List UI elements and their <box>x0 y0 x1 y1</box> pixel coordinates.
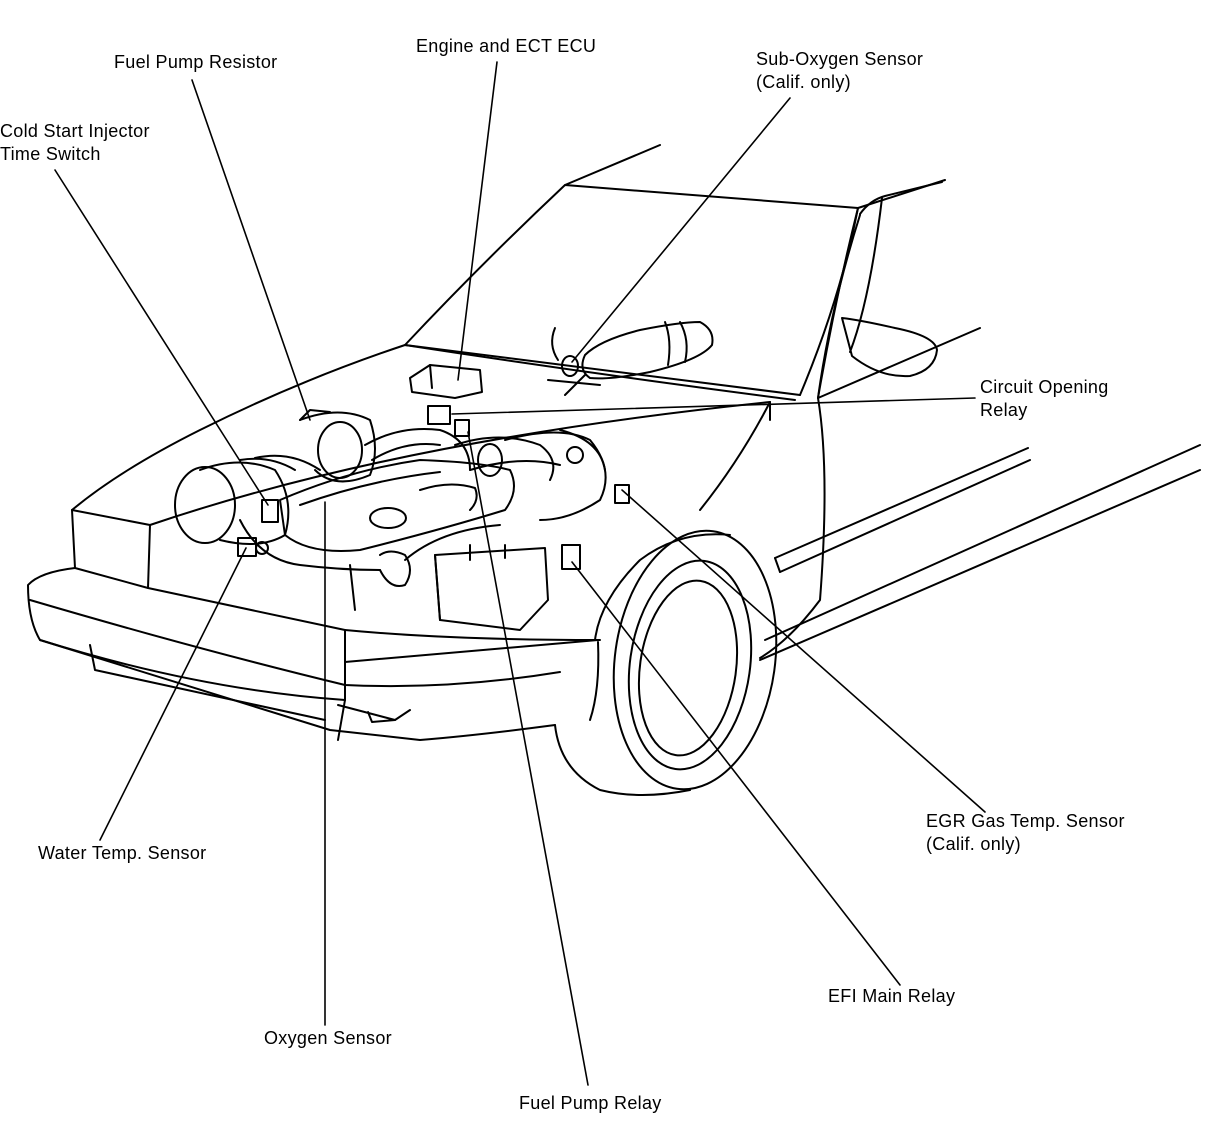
label-circuit-opening-line2: Relay <box>980 400 1028 420</box>
leader-circuit-opening-relay <box>451 397 976 415</box>
label-cold-start-injector-time-switch: Cold Start Injector Time Switch <box>0 120 150 166</box>
label-sub-oxygen-sensor-line2: (Calif. only) <box>756 72 851 92</box>
label-sub-oxygen-sensor-line1: Sub-Oxygen Sensor <box>756 49 924 69</box>
leader-fuel-pump-resistor <box>191 79 311 421</box>
leader-water-temp-sensor <box>99 547 247 841</box>
leader-lines <box>54 61 986 1086</box>
label-engine-ect-ecu: Engine and ECT ECU <box>416 36 597 56</box>
label-sub-oxygen-sensor: Sub-Oxygen Sensor (Calif. only) <box>756 48 923 94</box>
engine-assembly <box>174 364 630 631</box>
label-fuel-pump-relay: Fuel Pump Relay <box>519 1093 662 1113</box>
car-body-outline <box>27 144 1201 796</box>
leader-sub-oxygen-sensor <box>571 97 791 363</box>
label-circuit-opening-line1: Circuit Opening <box>980 377 1109 397</box>
label-egr-line1: EGR Gas Temp. Sensor <box>926 811 1125 831</box>
label-fuel-pump-resistor: Fuel Pump Resistor <box>114 52 278 72</box>
label-cold-start-line1: Cold Start Injector <box>0 121 150 141</box>
label-egr-line2: (Calif. only) <box>926 834 1021 854</box>
catalytic-converter <box>547 321 714 396</box>
front-wheel <box>612 529 778 791</box>
label-cold-start-line2: Time Switch <box>0 144 101 164</box>
leader-fuel-pump-relay <box>467 431 589 1086</box>
label-oxygen-sensor: Oxygen Sensor <box>264 1028 392 1048</box>
label-efi-main-relay: EFI Main Relay <box>828 986 956 1006</box>
label-water-temp-sensor: Water Temp. Sensor <box>38 843 207 863</box>
label-circuit-opening-relay: Circuit Opening Relay <box>980 376 1109 422</box>
label-egr-gas-temp-sensor: EGR Gas Temp. Sensor (Calif. only) <box>926 810 1125 856</box>
leader-egr-gas-temp-sensor <box>621 489 986 813</box>
leader-engine-ect-ecu <box>457 61 498 381</box>
leader-cold-start-injector <box>54 169 269 506</box>
leader-efi-main-relay <box>571 561 901 986</box>
